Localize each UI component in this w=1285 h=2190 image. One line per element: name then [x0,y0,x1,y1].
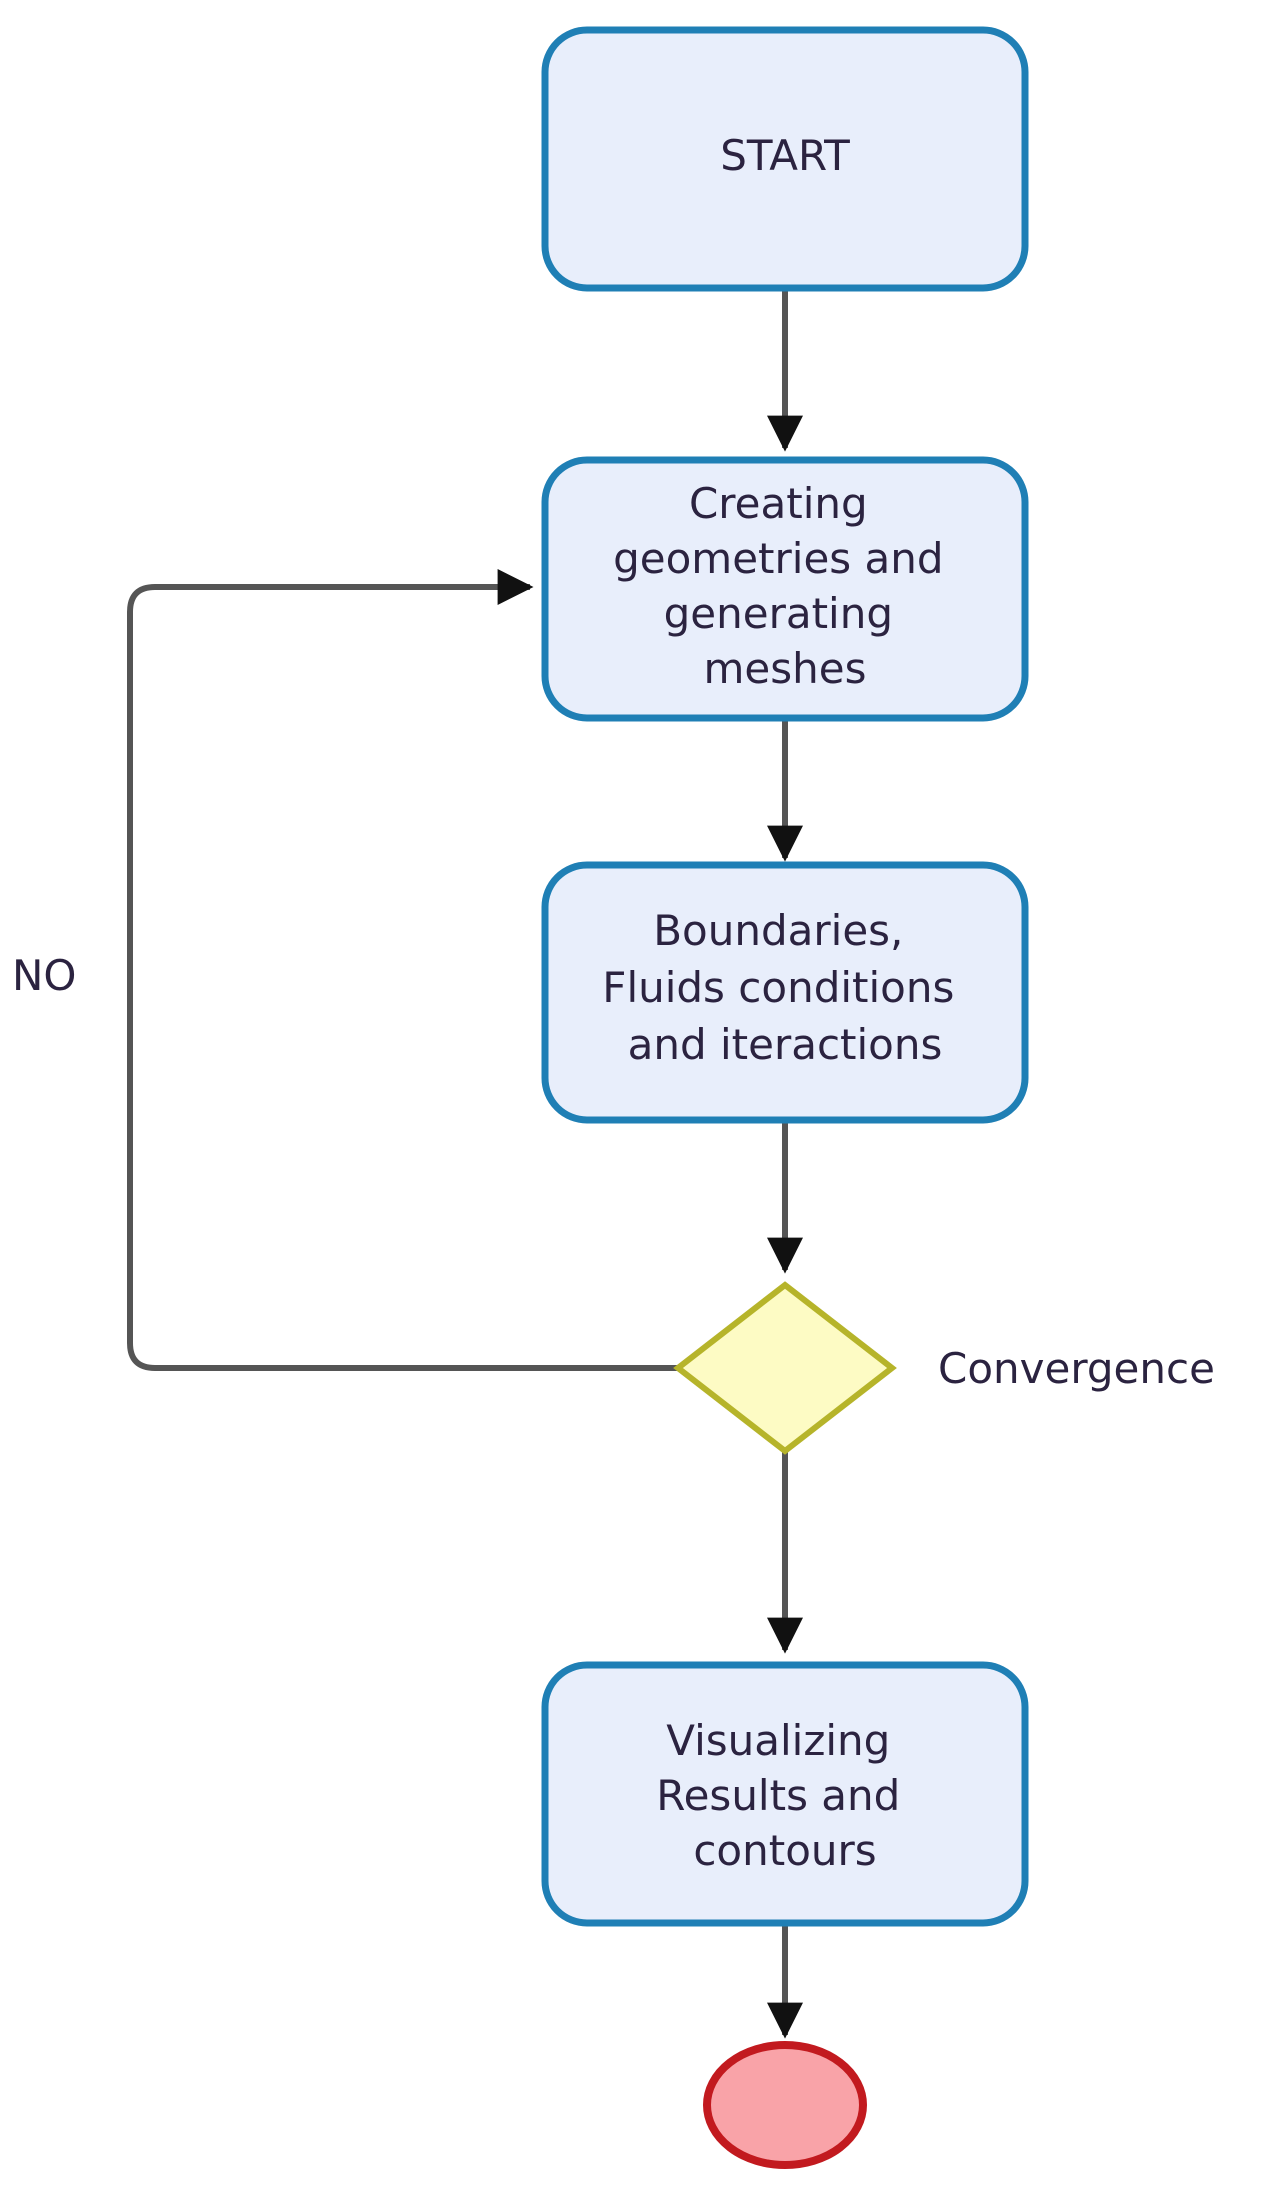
node-end [703,2041,867,2169]
start-box [541,26,1029,292]
edge-decision-no-loop [127,569,678,1371]
decision-label: Convergence [938,1344,1215,1393]
mesh-box [541,456,1029,722]
start-label: START [720,131,850,180]
boundaries-box [541,861,1029,1124]
connectors [127,288,803,2039]
node-mesh: Creating geometries and generating meshe… [541,456,1029,722]
results-box [541,1661,1029,1927]
decision-diamond-icon [673,1281,897,1455]
results-label: Visualizing Results and contours [656,1716,913,1875]
end-circle-icon [703,2041,867,2169]
node-results: Visualizing Results and contours [541,1661,1029,1927]
node-boundaries: Boundaries, Fluids conditions and iterac… [541,861,1029,1124]
node-start: START [541,26,1029,292]
mesh-label: Creating geometries and generating meshe… [613,479,957,693]
node-decision: Convergence [673,1281,1215,1455]
boundaries-label: Boundaries, Fluids conditions and iterac… [602,906,967,1069]
loop-label-no: NO [12,951,76,1000]
